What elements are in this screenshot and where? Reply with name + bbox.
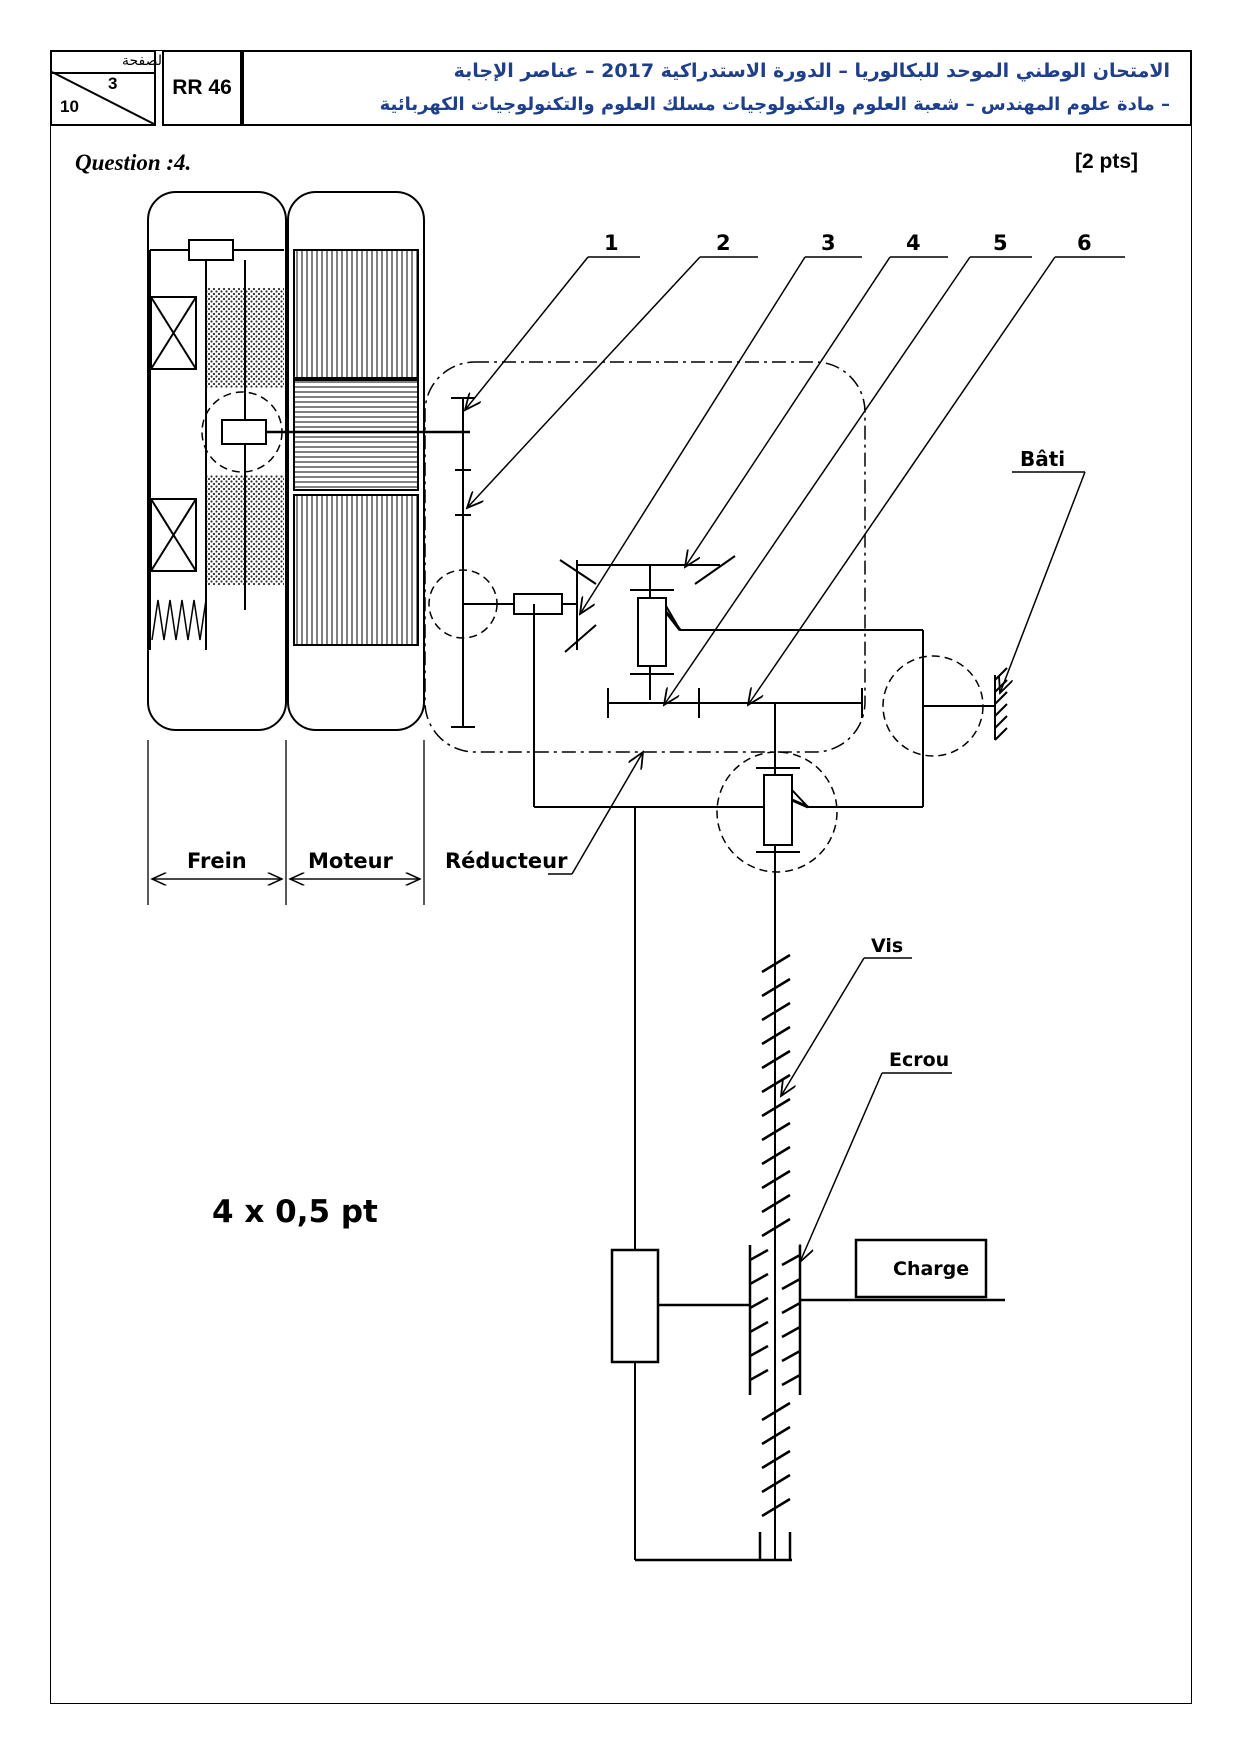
page-label: الصفحة xyxy=(122,53,166,69)
brake-block xyxy=(147,191,287,731)
part-number-1: 1 xyxy=(604,231,619,255)
part-number-4: 4 xyxy=(906,231,921,255)
question-title: Question :4. xyxy=(75,150,192,175)
label-moteur: Moteur xyxy=(308,849,394,873)
exam-code: RR 46 xyxy=(162,50,242,126)
part-number-3: 3 xyxy=(821,231,836,255)
label-bati: Bâti xyxy=(1020,447,1065,471)
page-counter-diagonal xyxy=(51,71,155,125)
reducer-block xyxy=(424,361,1008,1560)
screw xyxy=(761,953,791,1518)
label-frein: Frein xyxy=(187,849,247,873)
exam-code-text: RR 46 xyxy=(172,76,232,99)
exam-title-line1: الامتحان الوطني الموحد للبكالوريا – الدو… xyxy=(453,60,1170,82)
page-counter-divider xyxy=(52,72,154,74)
leader-lines xyxy=(465,256,1125,1262)
dimension-lines xyxy=(147,740,425,905)
label-reducteur: Réducteur xyxy=(445,849,568,873)
part-number-6: 6 xyxy=(1077,231,1092,255)
motor-block xyxy=(287,191,425,731)
part-number-5: 5 xyxy=(993,231,1008,255)
label-ecrou: Ecrou xyxy=(889,1049,949,1071)
page-total: 10 xyxy=(60,97,79,116)
page-counter-box: الصفحة 3 10 xyxy=(50,50,166,126)
page-number: 3 xyxy=(108,74,118,93)
question-points: [2 pts] xyxy=(1075,150,1138,173)
part-number-2: 2 xyxy=(716,231,731,255)
guide xyxy=(610,1238,1005,1562)
exam-title-box: الامتحان الوطني الموحد للبكالوريا – الدو… xyxy=(242,50,1192,126)
scoring-note: 4 x 0,5 pt xyxy=(212,1194,378,1230)
exam-title-line2: – مادة علوم المهندس – شعبة العلوم والتكن… xyxy=(379,94,1170,115)
label-vis: Vis xyxy=(871,935,903,957)
label-charge: Charge xyxy=(893,1258,969,1280)
nut xyxy=(748,1245,802,1395)
